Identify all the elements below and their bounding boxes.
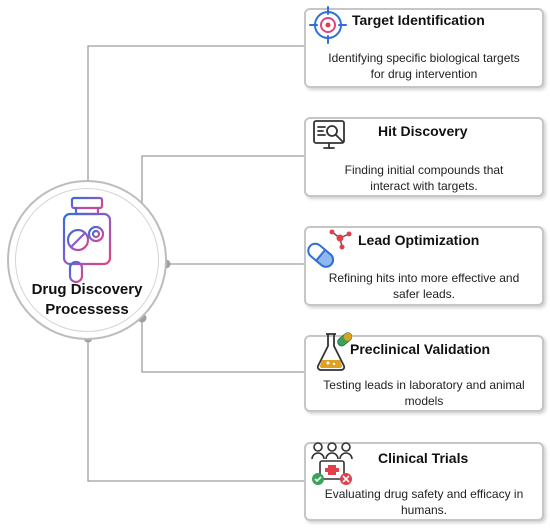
flask-pill-icon <box>316 332 352 371</box>
hub-inner-circle <box>15 188 159 332</box>
step-desc-hit-discovery: Finding initial compounds that interact … <box>306 162 542 194</box>
step-desc-line: Testing leads in laboratory and animal <box>323 378 525 392</box>
target-crosshair-icon <box>309 6 347 44</box>
step-desc-line: Finding initial compounds that <box>344 163 504 177</box>
medicine-bottle-icon <box>62 196 112 284</box>
hub-title-line1: Drug Discovery <box>31 281 143 298</box>
step-title-preclinical-validation: Preclinical Validation <box>350 341 491 357</box>
step-desc-line: Evaluating drug safety and efficacy in <box>324 487 524 501</box>
card-preclinical-validation <box>304 335 544 412</box>
connector-clinical-trials <box>87 338 304 482</box>
step-desc-line: safer leads. <box>392 287 456 301</box>
step-desc-line: Identifying specific biological targets <box>328 51 520 65</box>
step-desc-line: humans. <box>400 503 448 517</box>
step-desc-preclinical-validation: Testing leads in laboratory and animal m… <box>306 377 542 409</box>
step-desc-line: interact with targets. <box>370 179 478 193</box>
capsule-molecule-icon <box>307 229 352 268</box>
computer-analysis-icon <box>313 120 345 149</box>
step-desc-clinical-trials: Evaluating drug safety and efficacy in h… <box>306 486 542 518</box>
patients-trial-icon <box>311 442 353 485</box>
step-desc-line: Refining hits into more effective and <box>328 271 520 285</box>
card-lead-optimization <box>304 226 544 306</box>
connector-target-identification <box>87 45 304 186</box>
connector-preclinical-validation <box>141 318 304 373</box>
step-desc-lead-optimization: Refining hits into more effective and sa… <box>306 270 542 302</box>
step-desc-line: for drug intervention <box>370 67 478 81</box>
connector-hit-discovery <box>141 155 304 209</box>
hub-title: Drug Discovery Processess <box>17 280 157 320</box>
hub-title-line2: Processess <box>45 301 129 318</box>
card-target-identification <box>304 8 544 88</box>
step-title-hit-discovery: Hit Discovery <box>378 123 468 139</box>
step-desc-target-identification: Identifying specific biological targets … <box>306 50 542 82</box>
step-title-lead-optimization: Lead Optimization <box>358 232 480 248</box>
step-title-target-identification: Target Identification <box>352 12 485 28</box>
step-desc-line: models <box>404 394 444 408</box>
step-title-clinical-trials: Clinical Trials <box>378 450 469 466</box>
